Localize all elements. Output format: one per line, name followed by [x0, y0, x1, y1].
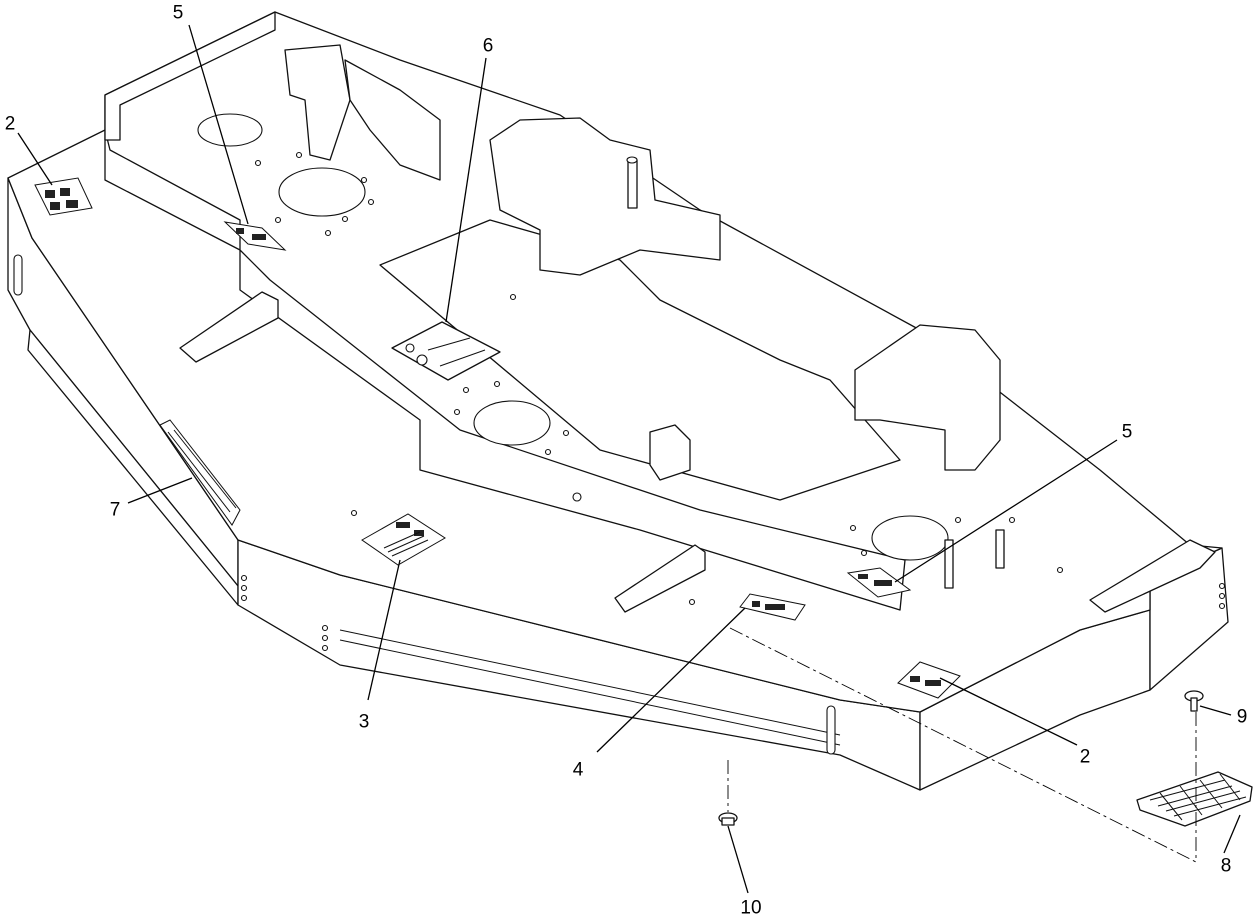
left-gusset-bracket	[179, 291, 279, 363]
flange-nut-part-10	[718, 812, 738, 826]
callout-4-warning-decal: 4	[572, 759, 584, 781]
carriage-bolt-part-9	[1184, 690, 1204, 712]
rear-raised-wall	[104, 11, 276, 141]
left-spindle-hole	[278, 167, 366, 217]
carrier-plate	[379, 219, 901, 501]
hanger-tab	[649, 424, 691, 481]
right-mount-bracket	[854, 324, 1001, 471]
adjust-holes-left	[240, 574, 329, 652]
front-slot	[826, 705, 836, 755]
center-gusset-bracket	[614, 544, 706, 613]
foot-pad-part-8	[1136, 771, 1253, 827]
callout-6-cover-plate: 6	[482, 35, 494, 57]
center-mount-bracket	[489, 117, 721, 276]
deck-mounting-holes	[254, 151, 1064, 606]
front-pin-left	[944, 539, 954, 589]
access-cover-plate	[391, 321, 501, 381]
rear-spindle-opening	[197, 113, 263, 147]
decal-center-instruction	[361, 513, 446, 566]
callout-7-side-decal: 7	[109, 499, 121, 521]
decal-front-warning	[739, 593, 806, 621]
rear-center-bracket	[344, 59, 441, 181]
right-spindle-hole	[871, 515, 949, 561]
leader-lines	[17, 24, 1241, 894]
rear-left-bracket	[284, 44, 351, 161]
decal-right-pin	[846, 567, 912, 598]
callout-3-center-decal: 3	[358, 711, 370, 733]
decal-rear-left	[223, 221, 287, 251]
adjust-holes-right	[1218, 582, 1226, 610]
callout-8-foot-pad: 8	[1220, 855, 1232, 877]
front-pin-right	[995, 529, 1005, 569]
assembly-line-pad	[729, 627, 1197, 863]
right-gusset-bracket	[1089, 539, 1216, 613]
callout-10-nut: 10	[740, 897, 762, 919]
callout-2-left-decal: 2	[4, 113, 16, 135]
left-slot	[13, 254, 23, 296]
center-spindle-hole	[473, 400, 551, 446]
callout-5-right-decal: 5	[1121, 421, 1133, 443]
rear-pin	[627, 159, 638, 209]
decal-right-front	[897, 661, 961, 699]
callout-2-right-decal: 2	[1079, 746, 1091, 768]
decal-left-side	[34, 177, 93, 216]
callout-9-bolt: 9	[1236, 706, 1248, 728]
decal-side-rating	[159, 419, 241, 526]
callout-5-rear-decal: 5	[172, 2, 184, 24]
